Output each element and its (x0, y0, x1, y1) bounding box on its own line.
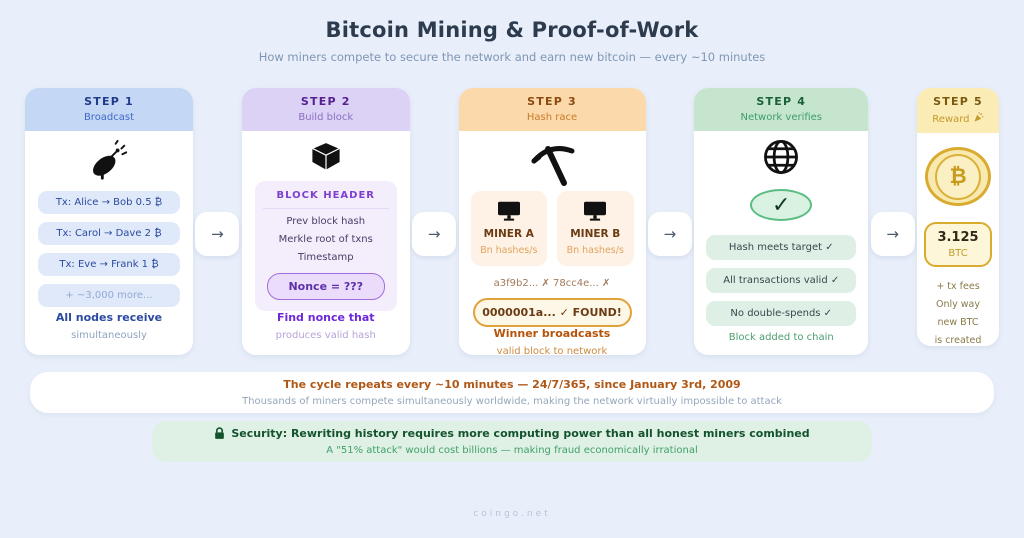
found-hash-pill: 0000001a... ✓ FOUND! (472, 298, 632, 327)
failed-hashes: a3f9b2... ✗ 78cc4e... ✗ (493, 278, 611, 289)
check-icon: ✓ (772, 192, 791, 218)
cycle-banner: The cycle repeats every ~10 minutes — 24… (30, 372, 994, 413)
pickaxe-icon (459, 139, 646, 187)
verified-check-circle: ✓ (750, 189, 813, 221)
step1-footer-bold: All nodes receive (55, 311, 163, 324)
block-field: Merkle root of txns (278, 234, 373, 245)
arrow-step3-step4: → (647, 212, 692, 256)
verification-list: Hash meets target ✓ All transactions val… (706, 235, 857, 326)
reward-unit: BTC (948, 248, 968, 259)
cycle-banner-subtext: Thousands of miners compete simultaneous… (242, 396, 782, 407)
verification-item: All transactions valid ✓ (706, 268, 857, 293)
block-field: Timestamp (297, 252, 354, 263)
block-header-title: BLOCK HEADER (262, 190, 389, 209)
step5-reward-card: STEP 5 Reward ₿ 3.125 BTC (917, 88, 999, 346)
reward-note: new BTC (937, 317, 979, 328)
step1-broadcast-card: STEP 1 Broadcast Tx: Alic (25, 88, 193, 355)
step4-footer: Block added to chain (694, 326, 868, 343)
block-field: Prev block hash (286, 216, 366, 227)
step3-header: STEP 3 Hash race (458, 88, 646, 131)
step2-footer-light: produces valid hash (275, 330, 376, 341)
right-arrow-icon: → (211, 225, 224, 243)
reward-amount: 3.125 (937, 230, 979, 245)
step1-footer-light: simultaneously (71, 330, 147, 341)
step4-footer-light: Block added to chain (728, 332, 834, 343)
step4-network-verifies-card: STEP 4 Network verifies ✓ Has (694, 88, 869, 355)
miner-b-rate: Bn hashes/s (566, 245, 624, 256)
security-banner-headline: Security: Rewriting history requires mor… (152, 427, 872, 440)
miner-a-rate: Bn hashes/s (480, 245, 538, 256)
step1-header: STEP 1 Broadcast (25, 88, 193, 131)
lock-icon (215, 427, 225, 439)
page-title: Bitcoin Mining & Proof-of-Work (325, 18, 699, 42)
step4-header: STEP 4 Network verifies (694, 88, 869, 131)
step1-name: Broadcast (83, 112, 135, 123)
page-header: Bitcoin Mining & Proof-of-Work How miner… (0, 18, 1024, 64)
step2-header: STEP 2 Build block (241, 88, 410, 131)
miner-a-name: MINER A (483, 228, 534, 240)
right-arrow-icon: → (886, 225, 899, 243)
transaction-more: + ~3,000 more... (38, 284, 180, 307)
step5-name: Reward (919, 112, 997, 125)
reward-amount-pill: 3.125 BTC (924, 222, 992, 267)
step2-footer: Find nonce that produces valid hash (242, 311, 410, 341)
step2-build-block-card: STEP 2 Build block BLOCK HEADER Prev blo… (241, 88, 410, 355)
step3-footer-bold: Winner broadcasts (493, 327, 611, 340)
verification-item: No double-spends ✓ (706, 301, 857, 326)
step2-name: Build block (298, 112, 354, 123)
steps-row: STEP 1 Broadcast Tx: Alic (25, 88, 999, 355)
arrow-step4-step5: → (870, 212, 915, 256)
block-header-box: BLOCK HEADER Prev block hash Merkle root… (254, 181, 397, 311)
verification-item: Hash meets target ✓ (706, 235, 857, 260)
nonce-pill: Nonce = ??? (266, 273, 385, 300)
miner-b-name: MINER B (570, 228, 621, 240)
reward-note: is created (934, 335, 982, 346)
step2-label: STEP 2 (300, 95, 351, 108)
step3-name: Hash race (526, 112, 578, 123)
computer-icon (473, 200, 546, 222)
step4-label: STEP 4 (756, 95, 807, 108)
arrow-step1-step2: → (195, 212, 240, 256)
reward-notes: + tx fees Only way new BTC is created (917, 281, 999, 346)
step1-label: STEP 1 (84, 95, 134, 108)
step3-label: STEP 3 (527, 95, 577, 108)
security-banner: Security: Rewriting history requires mor… (152, 421, 872, 462)
miner-a-box: MINER A Bn hashes/s (470, 191, 547, 266)
package-icon (242, 139, 410, 173)
step2-footer-bold: Find nonce that (276, 311, 375, 324)
step1-footer: All nodes receive simultaneously (25, 311, 193, 341)
globe-icon (694, 135, 868, 179)
right-arrow-icon: → (663, 225, 677, 243)
step5-header: STEP 5 Reward (917, 88, 999, 133)
party-popper-icon (974, 112, 984, 122)
bitcoin-coin-icon: ₿ (925, 147, 991, 206)
satellite-dish-icon (25, 139, 193, 181)
cycle-banner-headline: The cycle repeats every ~10 minutes — 24… (283, 378, 741, 391)
step3-hash-race-card: STEP 3 Hash race (458, 88, 646, 355)
site-watermark: coingo.net (473, 509, 551, 519)
page-subtitle: How miners compete to secure the network… (258, 50, 766, 64)
step3-footer: Winner broadcasts valid block to network (459, 327, 646, 355)
bitcoin-symbol: ₿ (935, 153, 981, 200)
reward-note: Only way (936, 299, 980, 310)
step5-label: STEP 5 (933, 95, 983, 108)
transaction-item: Tx: Eve → Frank 1 ₿ (38, 253, 180, 276)
security-banner-subtext: A "51% attack" would cost billions — mak… (326, 445, 698, 456)
arrow-step2-step3: → (412, 212, 457, 256)
step3-footer-light: valid block to network (496, 346, 608, 355)
computer-icon (559, 200, 632, 222)
right-arrow-icon: → (427, 225, 441, 243)
miner-b-box: MINER B Bn hashes/s (557, 191, 634, 266)
transaction-item: Tx: Alice → Bob 0.5 ₿ (38, 191, 180, 214)
miners-row: MINER A Bn hashes/s MINER B Bn hashes/s (470, 191, 634, 266)
transaction-item: Tx: Carol → Dave 2 ₿ (38, 222, 180, 245)
reward-note: + tx fees (936, 281, 980, 292)
step4-name: Network verifies (740, 112, 823, 123)
transaction-list: Tx: Alice → Bob 0.5 ₿ Tx: Carol → Dave 2… (38, 191, 180, 307)
